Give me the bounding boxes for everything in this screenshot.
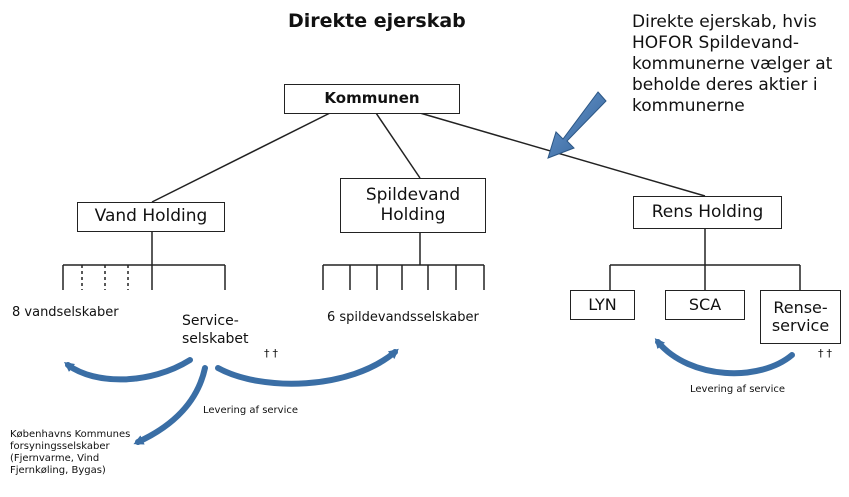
vand-comb: [62, 232, 226, 290]
label-levering-right: Levering af service: [690, 384, 786, 395]
person-icon-left: ††: [264, 347, 281, 360]
arrow-rens-to-lyn: [654, 338, 795, 377]
spildevand-comb: [322, 233, 485, 290]
line-kommunen-vand: [151, 112, 331, 203]
box-vand-holding: Vand Holding: [77, 202, 225, 232]
box-lyn: LYN: [570, 290, 635, 320]
box-kommunen: Kommunen: [284, 84, 460, 114]
box-rens-holding: Rens Holding: [633, 196, 782, 229]
box-sca: SCA: [665, 290, 745, 320]
label-spildevandsselskaber: 6 spildevandsselskaber: [327, 310, 479, 325]
label-vandselskaber: 8 vandselskaber: [12, 305, 119, 320]
big-arrow: [547, 91, 607, 159]
arrow-service-to-spildevand: [215, 348, 399, 387]
label-kk-forsyning: Københavns Kommunes forsyningsselskaber …: [10, 429, 131, 476]
line-kommunen-spildevand: [375, 112, 421, 179]
vand-comb-dotted: [81, 265, 129, 290]
page-title: Direkte ejerskab: [288, 10, 466, 32]
arrow-service-to-kk: [133, 365, 208, 445]
ownership-note: Direkte ejerskab, hvis HOFOR Spildevand-…: [632, 12, 833, 116]
box-renseservice: Rense-service: [760, 290, 841, 344]
arrow-service-to-vand: [63, 357, 193, 383]
box-spildevand-holding: Spildevand Holding: [340, 178, 486, 233]
person-icon-right: ††: [818, 347, 835, 360]
rens-comb: [609, 229, 801, 290]
label-levering-left: Levering af service: [203, 405, 299, 416]
label-serviceselskabet: Service-selskabet: [182, 313, 249, 347]
line-kommunen-rens: [419, 112, 706, 197]
